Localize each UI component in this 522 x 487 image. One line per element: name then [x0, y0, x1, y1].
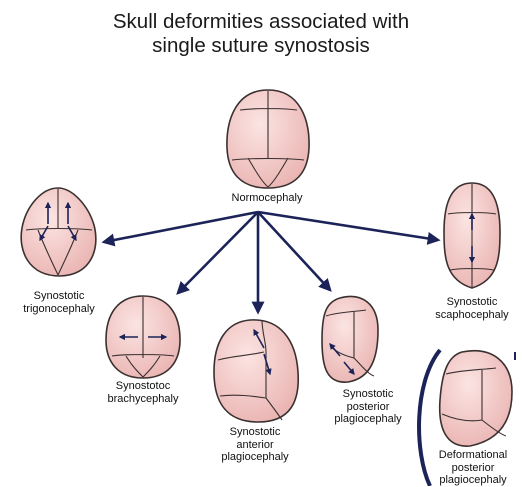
- label-trigonocephaly-line1: Synostotic: [4, 290, 114, 303]
- skull-trigonocephaly: [21, 188, 96, 276]
- arrow-to-posterior-plagiocephaly: [258, 212, 330, 290]
- label-anterior-line2: anterior: [205, 439, 305, 452]
- skull-anterior-plagiocephaly: [214, 320, 298, 422]
- label-scaphocephaly-line2: scaphocephaly: [422, 309, 522, 322]
- label-deformational-line1: Deformational: [424, 449, 522, 462]
- label-brachycephaly-line1: Synostotoc: [93, 380, 193, 393]
- label-scaphocephaly: Synostotic scaphocephaly: [422, 296, 522, 321]
- arrow-to-trigonocephaly: [104, 212, 258, 242]
- label-normocephaly: Normocephaly: [207, 192, 327, 205]
- label-anterior-line3: plagiocephaly: [205, 451, 305, 464]
- skull-scaphocephaly: [444, 183, 500, 288]
- label-posterior-line1: Synostotic: [318, 388, 418, 401]
- arrow-to-scaphocephaly: [258, 212, 438, 240]
- label-trigonocephaly-line2: trigonocephaly: [4, 303, 114, 316]
- skull-normocephaly: [227, 90, 309, 188]
- label-posterior-plagiocephaly: Synostotic posterior plagiocephaly: [318, 388, 418, 426]
- label-deformational-line3: plagiocephaly: [424, 474, 522, 487]
- label-anterior-plagiocephaly: Synostotic anterior plagiocephaly: [205, 426, 305, 464]
- label-scaphocephaly-line1: Synostotic: [422, 296, 522, 309]
- label-trigonocephaly: Synostotic trigonocephaly: [4, 290, 114, 315]
- skull-brachycephaly: [106, 296, 180, 378]
- skull-posterior-plagiocephaly: [322, 296, 378, 382]
- label-posterior-line3: plagiocephaly: [318, 413, 418, 426]
- label-brachycephaly-line2: brachycephaly: [93, 393, 193, 406]
- label-deformational: Deformational posterior plagiocephaly: [424, 449, 522, 487]
- label-posterior-line2: posterior: [318, 401, 418, 414]
- label-brachycephaly: Synostotoc brachycephaly: [93, 380, 193, 405]
- label-deformational-line2: posterior: [424, 462, 522, 475]
- skull-deformational: [440, 351, 512, 446]
- label-anterior-line1: Synostotic: [205, 426, 305, 439]
